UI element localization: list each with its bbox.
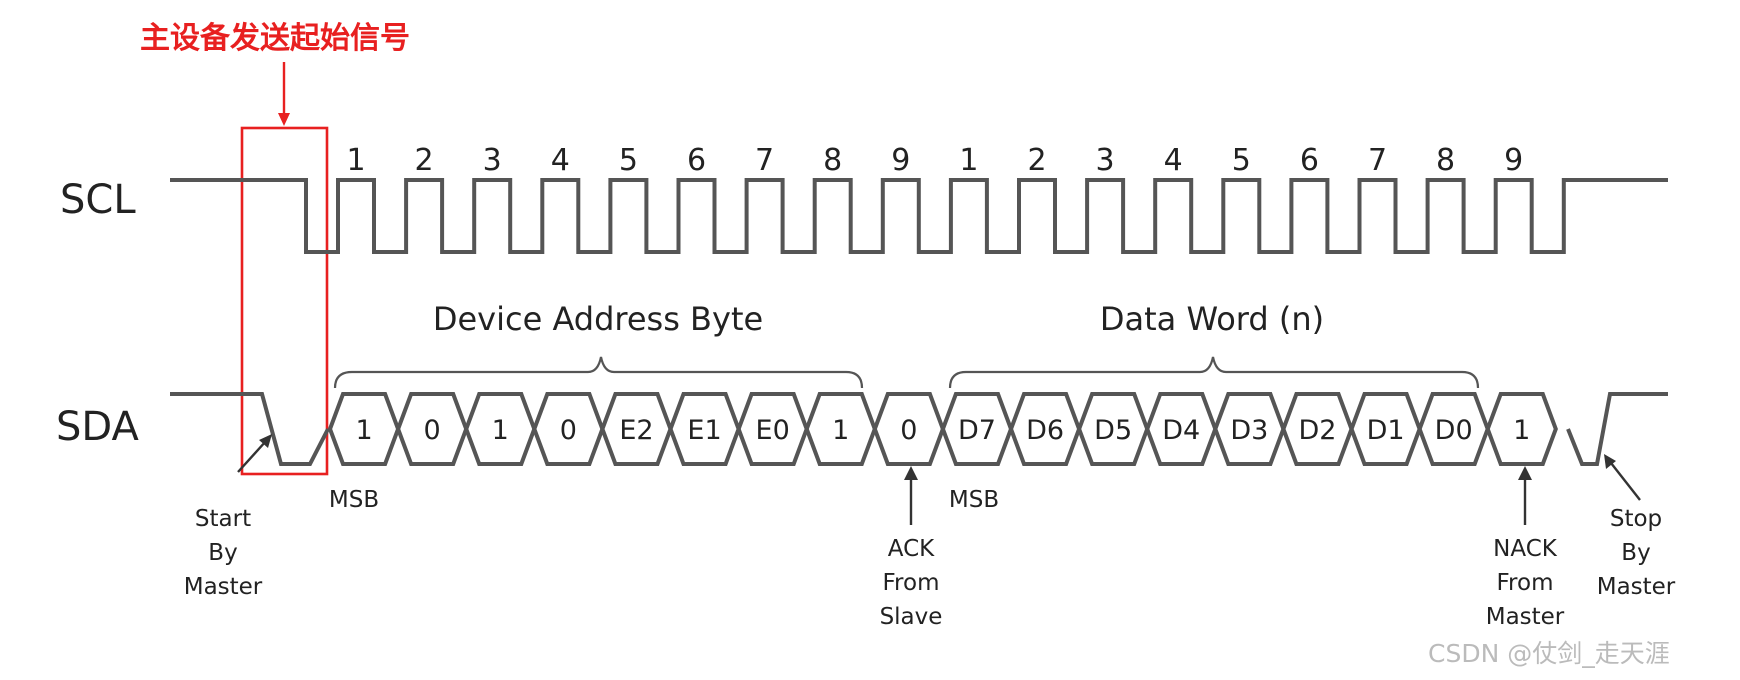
- ack-label-line2: From: [883, 570, 940, 596]
- clock-number: 5: [1232, 143, 1251, 178]
- clock-number: 3: [1096, 143, 1115, 178]
- bit-label: D0: [1435, 415, 1473, 446]
- bit-label: E2: [619, 415, 653, 446]
- sda-label: SDA: [56, 404, 139, 450]
- nack-label-line2: From: [1497, 570, 1554, 596]
- clock-number: 8: [1436, 143, 1455, 178]
- clock-number: 8: [823, 143, 842, 178]
- bit-label: D6: [1026, 415, 1064, 446]
- start-label-line2: By: [208, 540, 237, 566]
- bit-label: D7: [958, 415, 996, 446]
- address-bit-cell: 1: [804, 392, 877, 466]
- bit-label: E1: [687, 415, 721, 446]
- data-bit-cell: D1: [1349, 392, 1422, 466]
- bit-label: 1: [355, 415, 372, 446]
- address-bit-cell: 1: [464, 392, 537, 466]
- clock-number: 7: [755, 143, 774, 178]
- stop-label-line2: By: [1621, 540, 1650, 566]
- bit-label: 0: [424, 415, 441, 446]
- address-bit-cell: E2: [600, 392, 673, 466]
- data-group-label: Data Word (n): [1100, 300, 1324, 338]
- sda-stop-waveform: [1566, 392, 1668, 466]
- start-label-line1: Start: [195, 506, 251, 532]
- bit-label: D2: [1298, 415, 1336, 446]
- data-bit-cell: D0: [1417, 392, 1490, 466]
- data-bit-cell: D5: [1076, 392, 1150, 466]
- stop-arrow: [1604, 454, 1641, 501]
- bit-label: D1: [1367, 415, 1405, 446]
- address-group-label: Device Address Byte: [433, 300, 763, 338]
- bit-label: D3: [1230, 415, 1268, 446]
- clock-number: 6: [1300, 143, 1319, 178]
- ack-label-line3: Slave: [880, 604, 943, 630]
- data-bit-cell: D2: [1281, 392, 1354, 466]
- bit-label: 0: [900, 415, 917, 446]
- clock-number: 9: [891, 143, 910, 178]
- annotation-arrow: [278, 62, 290, 126]
- start-arrow: [237, 434, 272, 473]
- bit-label: D4: [1162, 415, 1200, 446]
- clock-number: 4: [551, 143, 570, 178]
- bit-label: 1: [492, 415, 509, 446]
- data-bit-cell: D6: [1008, 392, 1082, 466]
- address-bit-cell: E0: [736, 392, 809, 466]
- ack-arrow: [904, 466, 918, 525]
- ack-bit-cell: 0: [872, 392, 946, 466]
- msb-label-data: MSB: [949, 487, 999, 513]
- data-brace: [948, 356, 1480, 389]
- address-bit-cell: E1: [668, 392, 741, 466]
- clock-number: 2: [415, 143, 434, 178]
- clock-number: 3: [483, 143, 502, 178]
- data-bit-cell: D4: [1145, 392, 1218, 466]
- data-bit-cell: D3: [1213, 392, 1286, 466]
- stop-label-line3: Master: [1597, 574, 1676, 600]
- bit-label: D5: [1094, 415, 1132, 446]
- sda-start-waveform: [170, 392, 330, 466]
- stop-label-line1: Stop: [1610, 506, 1662, 532]
- address-bit-cell: 0: [395, 392, 469, 466]
- address-bit-cell: 0: [532, 392, 605, 466]
- nack-label-line3: Master: [1486, 604, 1565, 630]
- clock-number: 1: [346, 143, 365, 178]
- scl-label: SCL: [60, 177, 136, 223]
- bit-label: 1: [1513, 415, 1530, 446]
- data-bit-cell: D7: [940, 392, 1014, 466]
- clock-number: 5: [619, 143, 638, 178]
- nack-label-line1: NACK: [1493, 536, 1558, 562]
- clock-number: 4: [1164, 143, 1183, 178]
- nack-arrow: [1518, 466, 1532, 525]
- start-highlight-box: [240, 126, 329, 476]
- clock-number: 6: [687, 143, 706, 178]
- start-label-line3: Master: [184, 574, 263, 600]
- bit-label: 1: [832, 415, 849, 446]
- bit-cell-shape: [1485, 392, 1558, 466]
- clock-number: 9: [1504, 143, 1523, 178]
- bit-label: 0: [560, 415, 577, 446]
- nack-bit-cell: 1: [1485, 392, 1558, 466]
- clock-number: 1: [959, 143, 978, 178]
- ack-label-line1: ACK: [888, 536, 935, 562]
- clock-number: 7: [1368, 143, 1387, 178]
- address-brace: [333, 356, 864, 389]
- bit-label: E0: [756, 415, 790, 446]
- address-bit-cell: 1: [327, 392, 401, 466]
- msb-label-address: MSB: [329, 487, 379, 513]
- scl-waveform: [170, 178, 1668, 254]
- annotation-text: 主设备发送起始信号: [140, 21, 410, 56]
- clock-number: 2: [1027, 143, 1046, 178]
- watermark-text: CSDN @仗剑_走天涯: [1428, 639, 1670, 668]
